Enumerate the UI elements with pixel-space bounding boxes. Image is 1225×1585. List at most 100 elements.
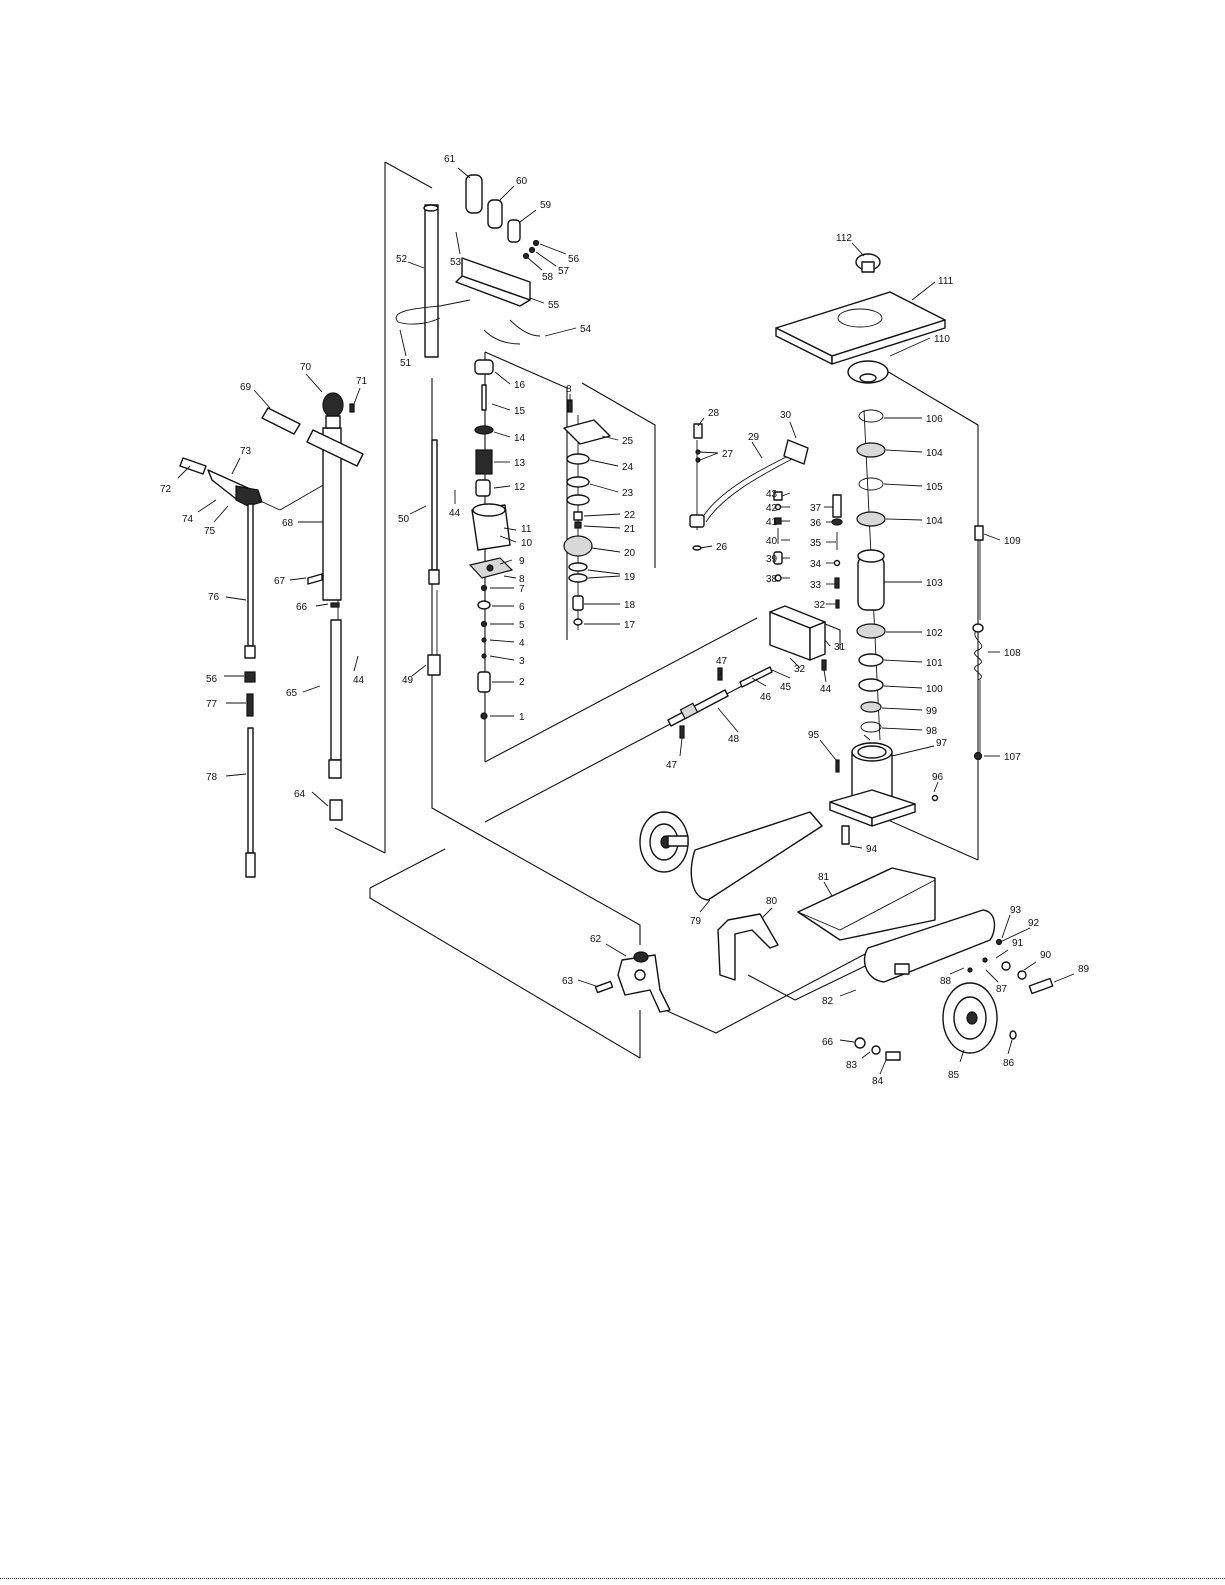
- callout-104a: 104: [926, 448, 943, 459]
- valve-30: [783, 439, 809, 465]
- handle-pad-left: [261, 407, 301, 435]
- callout-34: 34: [810, 559, 822, 570]
- callout-109: 109: [1004, 536, 1021, 547]
- callout-36: 36: [810, 518, 822, 529]
- callout-40: 40: [766, 536, 778, 547]
- callout-85: 85: [948, 1070, 960, 1081]
- callout-74: 74: [182, 514, 194, 525]
- lower-handle-end: [328, 759, 342, 779]
- callout-44c: 44: [820, 684, 832, 695]
- callout-86: 86: [1003, 1058, 1015, 1069]
- callout-32a: 32: [814, 600, 826, 611]
- callout-33: 33: [810, 580, 822, 591]
- snap-ring-106: [858, 409, 884, 423]
- callout-51: 51: [400, 358, 412, 369]
- callout-5: 5: [519, 620, 525, 631]
- callout-38: 38: [766, 574, 778, 585]
- handle-socket: [329, 799, 343, 821]
- release-rod-end: [245, 852, 256, 878]
- callout-70: 70: [300, 362, 312, 373]
- callout-41: 41: [766, 517, 778, 528]
- callout-58: 58: [542, 272, 554, 283]
- callout-46: 46: [760, 692, 772, 703]
- page-bottom-rule: [0, 1578, 1225, 1579]
- oring-24: [566, 453, 590, 465]
- callout-24: 24: [622, 462, 634, 473]
- cap-16: [474, 359, 494, 375]
- callout-56b: 56: [206, 674, 218, 685]
- oring-19a: [568, 562, 588, 572]
- callout-42: 42: [766, 503, 778, 514]
- callout-19: 19: [624, 572, 636, 583]
- oring-19b: [568, 573, 588, 583]
- callout-12: 12: [514, 482, 526, 493]
- callout-28: 28: [708, 408, 720, 419]
- callout-25: 25: [622, 436, 634, 447]
- callout-labels: 1 2 3 4 5 6 7 8 9 10 11 12 13 14 15 16 1…: [160, 154, 1090, 1087]
- handle-socket-top: [325, 415, 341, 429]
- release-rod-upper: [247, 503, 254, 647]
- callout-30: 30: [780, 410, 792, 421]
- pump-rod-end: [428, 569, 440, 585]
- callout-76: 76: [208, 592, 220, 603]
- callout-106: 106: [926, 414, 943, 425]
- spring-13: [475, 449, 493, 475]
- knob-61: [465, 174, 483, 214]
- callout-4: 4: [519, 638, 525, 649]
- callout-55: 55: [548, 300, 560, 311]
- callout-11: 11: [521, 524, 532, 535]
- callout-7: 7: [519, 584, 525, 595]
- callout-110: 110: [934, 334, 950, 345]
- callout-20: 20: [624, 548, 636, 559]
- handle-grip: [179, 457, 207, 475]
- callout-9: 9: [519, 556, 525, 567]
- tray-81: [797, 867, 936, 941]
- callout-100: 100: [926, 684, 943, 695]
- ram-103: [857, 555, 885, 611]
- callout-32b: 32: [794, 664, 806, 675]
- callout-63: 63: [562, 976, 574, 987]
- release-rod-tip: [244, 645, 256, 659]
- callout-47b: 47: [666, 760, 678, 771]
- callout-104b: 104: [926, 516, 943, 527]
- bolt-63: [594, 980, 614, 994]
- callout-8b: 8: [566, 384, 572, 395]
- callout-15: 15: [514, 406, 526, 417]
- callout-53: 53: [450, 257, 462, 268]
- ring-104b: [856, 511, 886, 527]
- callout-64: 64: [294, 789, 306, 800]
- pin-15: [481, 384, 487, 411]
- lever-bracket: [235, 485, 263, 507]
- ring-100: [858, 678, 884, 692]
- callout-50: 50: [398, 514, 410, 525]
- callout-105: 105: [926, 482, 943, 493]
- bolt-89: [1028, 977, 1054, 995]
- ring-17: [573, 618, 583, 626]
- ring-98: [860, 721, 882, 733]
- screw-18: [572, 595, 584, 611]
- callout-10: 10: [521, 538, 533, 549]
- assembly-boundary-lines: [249, 161, 981, 1059]
- fitting-28: [693, 423, 703, 439]
- callout-3: 3: [519, 656, 525, 667]
- washer-83: [871, 1045, 881, 1055]
- callout-52: 52: [396, 254, 408, 265]
- rod-spring: [246, 693, 254, 717]
- callout-47a: 47: [716, 656, 728, 667]
- hose-assembly: [689, 423, 843, 661]
- callout-112: 112: [836, 233, 852, 244]
- washer-66a: [330, 602, 340, 608]
- callout-66a: 66: [296, 602, 308, 613]
- bolt-84: [885, 1051, 901, 1061]
- cylinder-stack: [775, 253, 984, 845]
- shaft-48: [667, 689, 729, 727]
- saddle-110: [847, 360, 889, 384]
- callout-54: 54: [580, 324, 592, 335]
- callout-93: 93: [1010, 905, 1022, 916]
- callout-8a: 8: [519, 574, 525, 585]
- callout-73: 73: [240, 446, 252, 457]
- spring-108: [974, 629, 983, 681]
- callout-75: 75: [204, 526, 216, 537]
- bolt-37: [832, 494, 842, 518]
- callout-18: 18: [624, 600, 636, 611]
